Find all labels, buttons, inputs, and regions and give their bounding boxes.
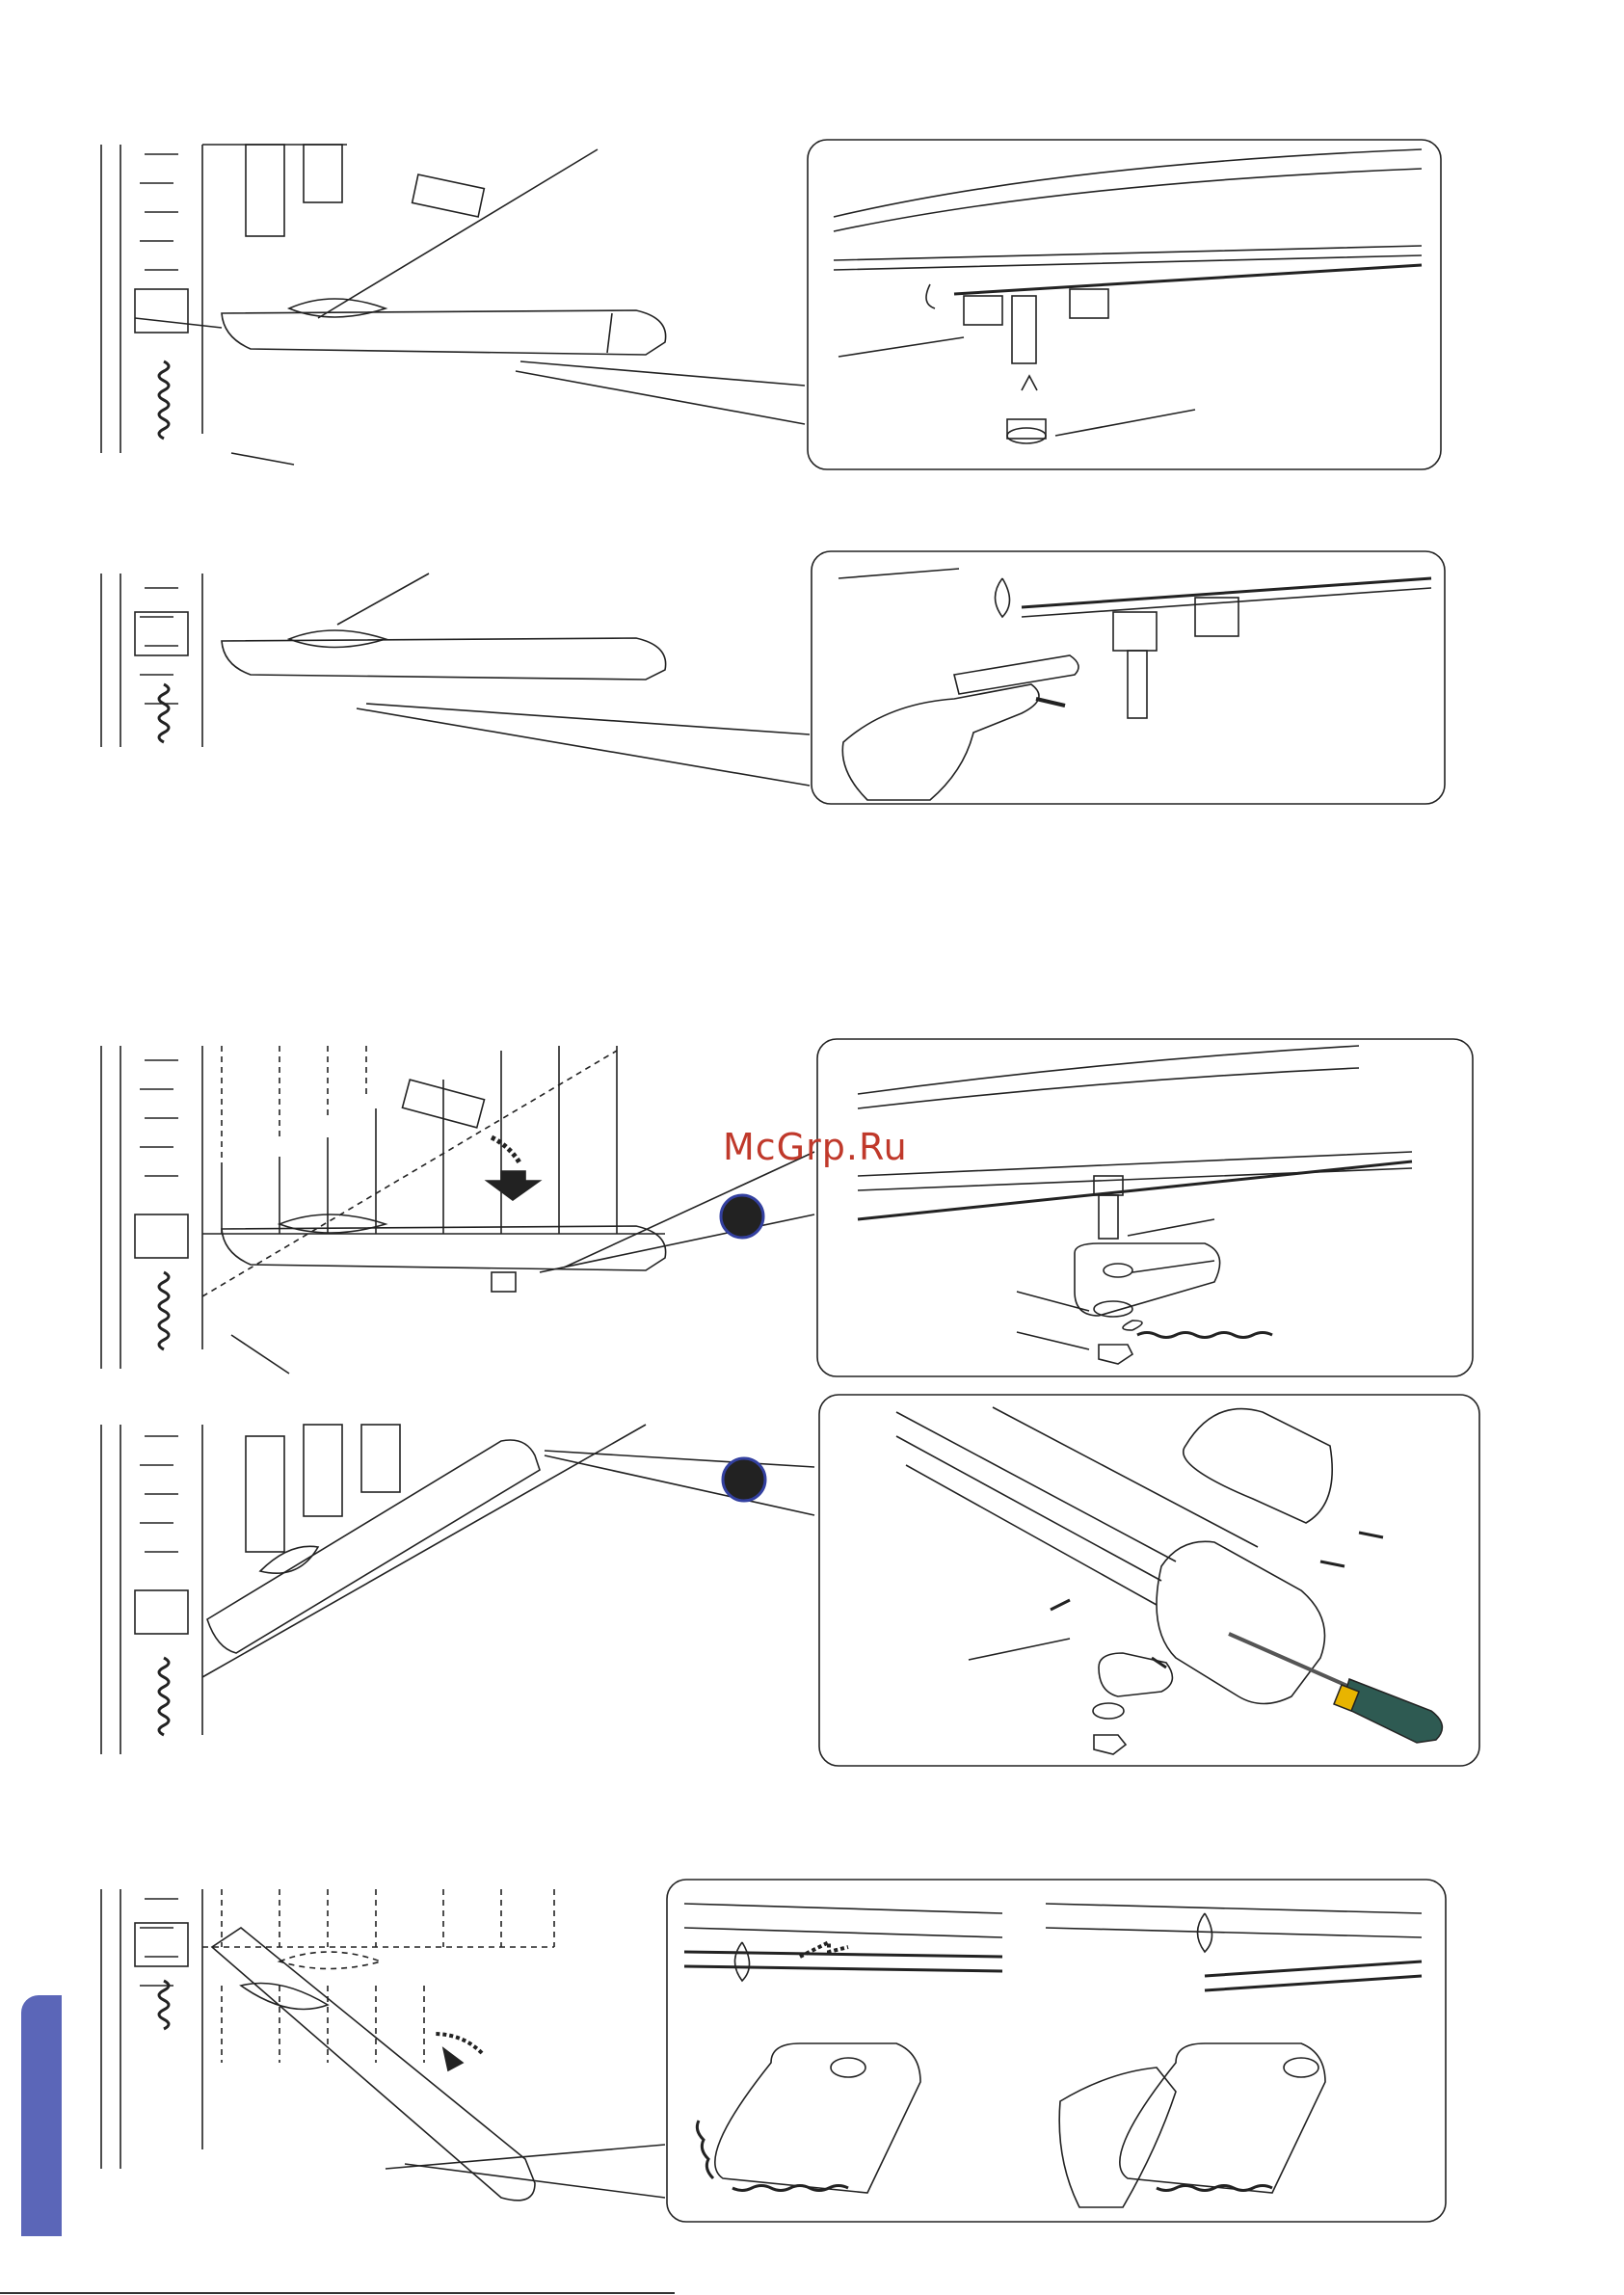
figure-2 [101,551,1445,804]
figure-1 [101,140,1441,469]
watermark-text: McGrp.Ru [723,1126,908,1168]
section-tab [21,1995,62,2236]
figure-3 [101,1039,1473,1376]
figure-5 [101,1880,1446,2222]
step-marker-b [723,1458,765,1501]
screwdriver-icon [1229,1634,1442,1743]
step-marker-a [721,1195,763,1238]
footer-divider [0,2292,675,2294]
figure-4 [101,1395,1479,1766]
